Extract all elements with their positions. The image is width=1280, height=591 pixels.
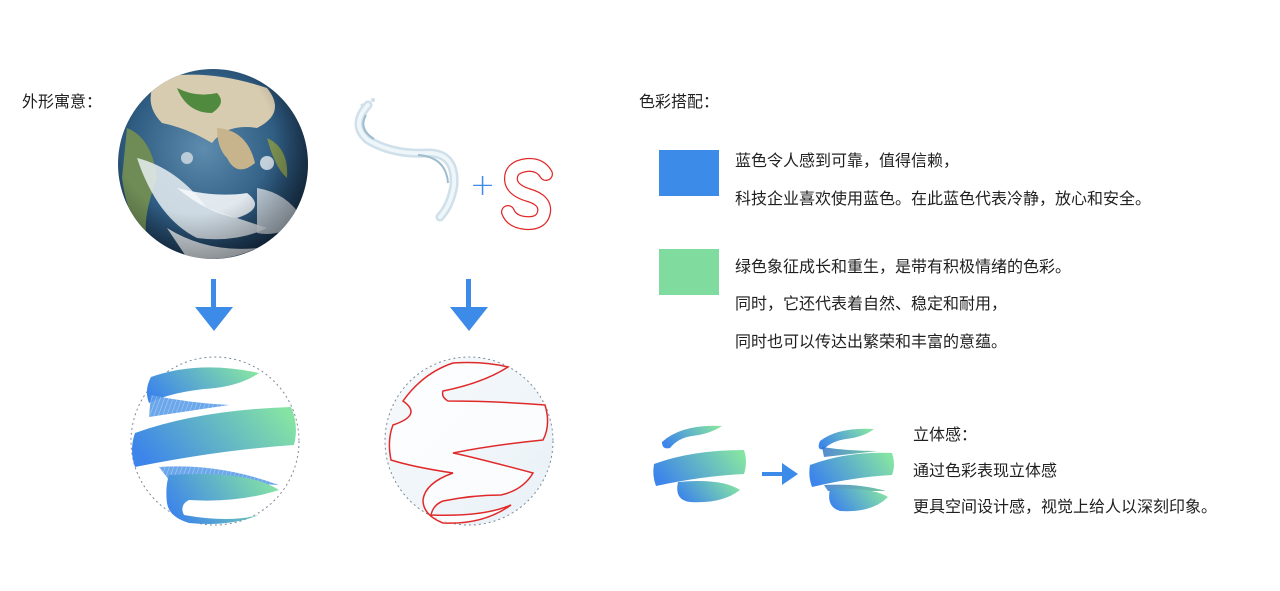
water-splash-image bbox=[354, 98, 459, 222]
blue-color-swatch bbox=[659, 150, 719, 196]
dimension-line-2: 更具空间设计感，视觉上给人以深刻印象。 bbox=[913, 497, 1218, 516]
plus-symbol: + bbox=[470, 168, 496, 203]
green-description-line-3: 同时也可以传达出繁荣和丰富的意蕴。 bbox=[735, 332, 1008, 351]
arrow-right-icon bbox=[762, 463, 798, 485]
3d-logo-icon bbox=[809, 428, 894, 512]
shape-meaning-title: 外形寓意： bbox=[22, 92, 103, 111]
arrow-down-icon bbox=[195, 279, 233, 331]
blue-description-line-1: 蓝色令人感到可靠，值得信赖， bbox=[735, 151, 960, 170]
green-description-line-1: 绿色象征成长和重生，是带有积极情绪的色彩。 bbox=[735, 257, 1072, 276]
dimension-title: 立体感： bbox=[913, 425, 978, 444]
blue-description-line-2: 科技企业喜欢使用蓝色。在此蓝色代表冷静，放心和安全。 bbox=[735, 189, 1152, 208]
color-matching-title: 色彩搭配： bbox=[639, 92, 720, 111]
flat-logo-icon bbox=[653, 425, 746, 503]
earth-globe-image bbox=[118, 69, 308, 259]
green-color-swatch bbox=[659, 249, 719, 295]
logo-outline-circle bbox=[384, 356, 554, 526]
logo-gradient-circle bbox=[130, 356, 300, 526]
green-description-line-2: 同时，它还代表着自然、稳定和耐用， bbox=[735, 294, 1008, 313]
arrow-down-icon bbox=[450, 279, 488, 331]
dimension-line-1: 通过色彩表现立体感 bbox=[913, 461, 1058, 480]
letter-s-outline bbox=[501, 157, 553, 231]
